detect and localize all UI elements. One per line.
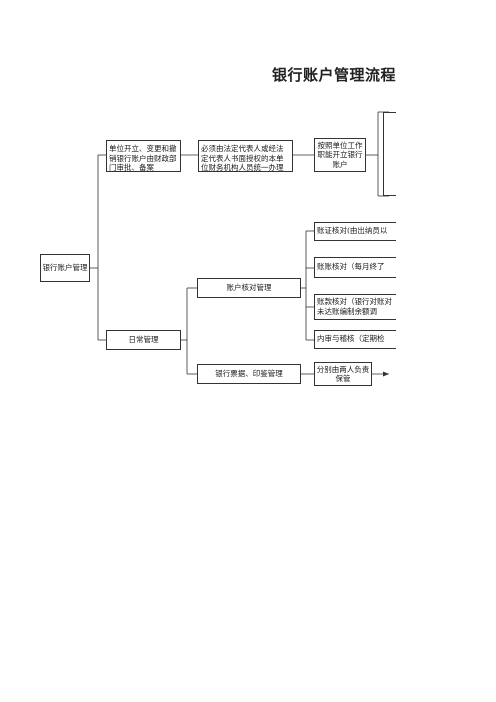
page-title: 银行账户管理流程: [272, 66, 397, 84]
node-open-change-close: 单位开立、变更和撤销银行账户由财政部门审批、备案: [106, 140, 181, 172]
node-internal-audit: 内审与稽核（定期检: [314, 330, 396, 349]
node-bills-seals-management: 银行票据、印鉴管理: [197, 364, 301, 384]
node-daily-management: 日常管理: [106, 330, 181, 350]
node-bracket-top: [383, 112, 396, 196]
node-bank-reconciliation: 账款核对（银行对账对未达账编制余额调: [314, 294, 396, 320]
node-bank-account-management: 银行账户管理: [40, 254, 90, 282]
node-legal-representative: 必须由法定代表人或经法定代表人书面授权的本单位财务机构人员统一办理: [198, 140, 293, 172]
node-ledger-check: 账账核对（每月终了: [314, 257, 396, 278]
node-open-by-function: 按照单位工作职能开立银行账户: [314, 138, 366, 172]
node-account-check-management: 账户核对管理: [197, 278, 301, 298]
node-two-people-custody: 分别由两人负责保管: [314, 362, 372, 386]
arrowhead: [383, 371, 389, 377]
node-voucher-check: 账证核对(由出纳员以: [314, 222, 396, 241]
